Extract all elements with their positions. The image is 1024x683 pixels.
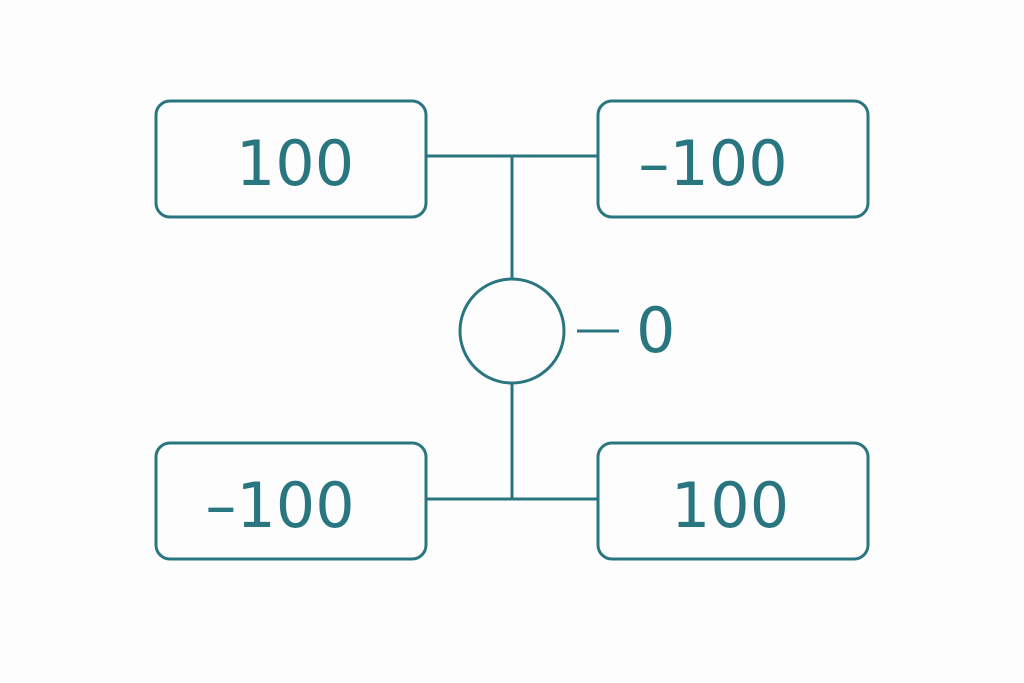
center-node-label: 0 (636, 294, 675, 367)
bottom-left-box-value: –100 (205, 469, 354, 542)
top-right-box (596, 99, 870, 219)
top-right-box-value: –100 (638, 127, 787, 200)
top-left-box-value: 100 (236, 127, 354, 200)
bottom-right-box (596, 441, 870, 561)
bottom-right-box-value: 100 (671, 469, 789, 542)
top-left-box (154, 99, 428, 219)
center-node-circle (458, 277, 566, 385)
bottom-left-box (154, 441, 428, 561)
